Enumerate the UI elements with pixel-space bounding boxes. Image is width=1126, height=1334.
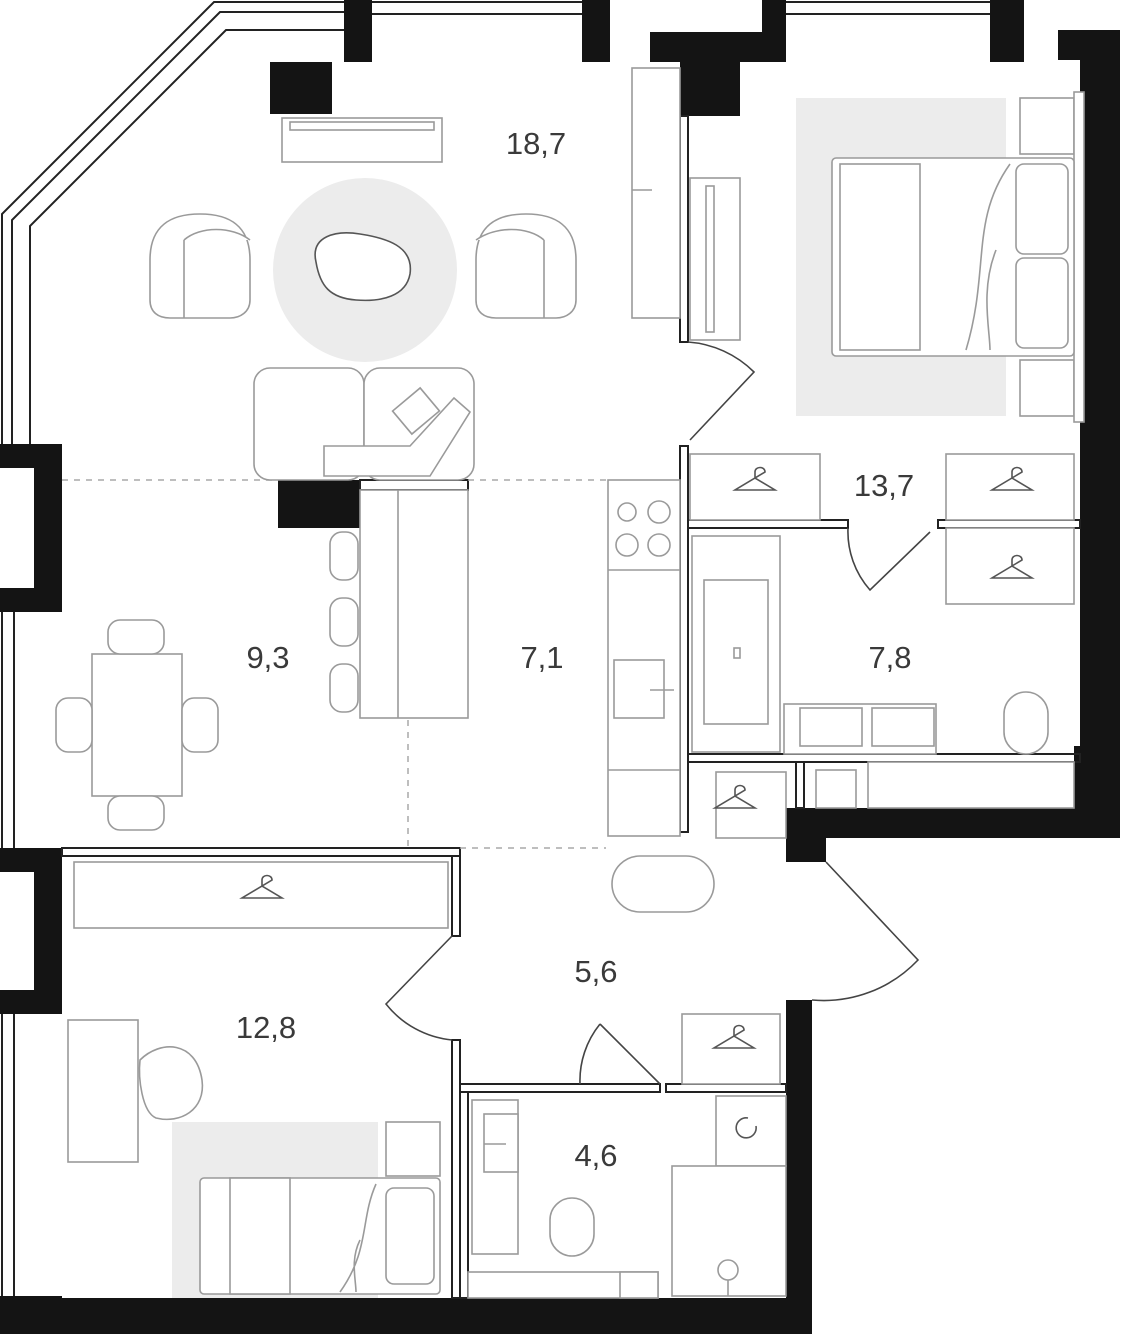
closet-hall-lower (681, 1013, 781, 1085)
living-furniture (149, 67, 681, 481)
closet-bath (945, 527, 1075, 605)
coffee-table (314, 232, 412, 302)
area-label-bedroom: 13,7 (854, 468, 914, 503)
zone-lines (62, 479, 608, 849)
hanger-icon (732, 466, 778, 491)
double-bed (831, 157, 1075, 357)
area-label-dining: 9,3 (246, 640, 289, 675)
area-labels: 18,7 13,7 9,3 7,1 7,8 5,6 12,8 4,6 (236, 126, 914, 1173)
refresh-icon (735, 1117, 757, 1139)
area-label-hall: 5,6 (574, 954, 617, 989)
bedroom-closet (689, 177, 741, 341)
nightstand-bottom (1019, 359, 1075, 417)
kitchen-sink (613, 659, 665, 719)
dining-table (91, 653, 183, 797)
hanger-icon (712, 784, 758, 809)
closet-bedroom-right (945, 453, 1075, 521)
kitchen-furniture (329, 479, 681, 837)
area-label-wc: 4,6 (574, 1138, 617, 1173)
doors (384, 341, 931, 1085)
desk-chair (138, 1046, 204, 1121)
hanger-icon (989, 554, 1035, 579)
wc-toilet (549, 1197, 595, 1257)
wc-furniture (467, 1095, 787, 1299)
wardrobe-hall-living (631, 67, 681, 319)
armchair-right (475, 213, 577, 319)
armchair-left (149, 213, 251, 319)
area-label-children: 12,8 (236, 1010, 296, 1045)
bedroom-furniture (689, 91, 1085, 423)
area-label-bathroom: 7,8 (868, 640, 911, 675)
single-bed (199, 1177, 441, 1295)
children-furniture (67, 1019, 441, 1295)
bathroom-furniture (691, 535, 1075, 809)
desk (67, 1019, 139, 1163)
closets (73, 453, 1075, 1085)
hall-furniture (611, 855, 715, 913)
window-walls (1, 1, 990, 1296)
nightstand-top (1019, 97, 1075, 155)
nightstand-child (385, 1121, 441, 1177)
hanger-icon (711, 1024, 757, 1049)
area-label-kitchen: 7,1 (520, 640, 563, 675)
toilet-bath (1003, 691, 1049, 755)
island (329, 489, 469, 719)
kitchen-counter (607, 479, 681, 837)
hanger-icon (239, 874, 285, 899)
sofa (253, 367, 475, 481)
dining-furniture (55, 619, 219, 831)
area-label-living: 18,7 (506, 126, 566, 161)
hanger-icon (989, 466, 1035, 491)
hall-ottoman (611, 855, 715, 913)
